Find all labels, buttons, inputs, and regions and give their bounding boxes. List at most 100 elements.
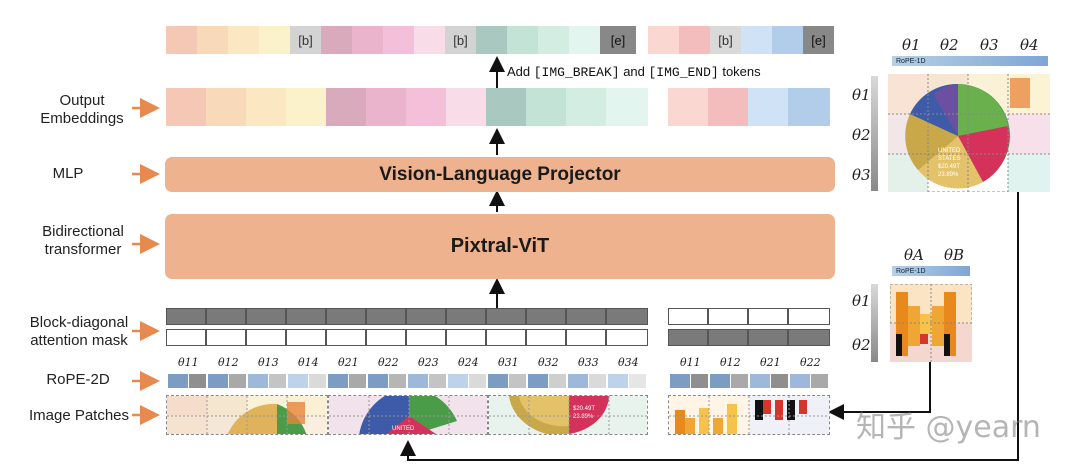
token-cell — [197, 26, 228, 54]
embedding-cell — [246, 88, 286, 126]
mask-cell — [748, 329, 788, 346]
connector-bottom — [400, 192, 1019, 461]
embedding-cell — [206, 88, 246, 126]
mask-cell — [566, 329, 606, 346]
rope-bar — [528, 374, 548, 388]
rope-theta: θ11 — [178, 356, 199, 369]
rope-bar — [710, 374, 730, 388]
mask-cell — [788, 329, 830, 346]
token-end: [e] — [803, 26, 834, 54]
rope-bar — [469, 374, 486, 388]
rope-bar — [208, 374, 228, 388]
row-theta: θ3 — [852, 166, 871, 184]
token-break: [b] — [290, 26, 321, 54]
output-embeddings-row-1 — [166, 88, 648, 126]
patch-text: 23.89% — [573, 414, 594, 420]
col-theta: θA — [904, 246, 924, 264]
image-patches-strip-2: UNITED — [328, 395, 488, 435]
vision-language-projector: Vision-Language Projector — [165, 157, 835, 192]
row-theta: θ2 — [852, 126, 871, 144]
rope-bars-1 — [168, 374, 646, 388]
connector-small — [828, 360, 931, 420]
mask-cell — [606, 329, 648, 346]
token-cell — [772, 26, 803, 54]
embedding-cell — [166, 88, 206, 126]
rope-bar — [691, 374, 708, 388]
rope-bar — [429, 374, 446, 388]
note-suffix: tokens — [718, 64, 761, 79]
watermark: 知乎 @yearn — [856, 410, 1041, 445]
token-row-top-1: [b] [b] [e] — [166, 26, 636, 54]
note-img-end: [IMG_END] — [648, 65, 719, 80]
output-embeddings-row-2 — [668, 88, 830, 126]
pixtral-vit: Pixtral-ViT — [165, 214, 835, 279]
mask-cell — [166, 308, 206, 325]
rope-theta: θ32 — [538, 356, 559, 369]
patch-m-logo — [669, 396, 829, 434]
mask-cell — [526, 308, 566, 325]
embedding-cell — [788, 88, 830, 126]
mask-cell — [206, 308, 246, 325]
rope-bar — [349, 374, 366, 388]
pie-text: UNITED — [938, 148, 961, 154]
embedding-cell — [708, 88, 748, 126]
note-prefix: Add — [507, 64, 534, 79]
rope-theta: θ13 — [258, 356, 279, 369]
label-line: Output — [59, 92, 105, 109]
rope-theta: θ11 — [680, 356, 701, 369]
token-cell — [228, 26, 259, 54]
mask-cell — [708, 308, 748, 325]
m-logo-image — [890, 284, 972, 362]
rope-bar — [549, 374, 566, 388]
rope-bar — [771, 374, 788, 388]
embedding-cell — [748, 88, 788, 126]
rope-bar — [168, 374, 188, 388]
label-line: attention mask — [30, 332, 128, 349]
image-patches-strip-1 — [166, 395, 328, 435]
rope-bar — [589, 374, 606, 388]
label-bidirectional-transformer: Bidirectional transformer — [18, 223, 148, 259]
label-line: Block-diagonal — [29, 314, 129, 331]
token-cell — [414, 26, 445, 54]
mask-cell — [366, 329, 406, 346]
label-mlp: MLP — [52, 165, 84, 182]
rope-bar — [509, 374, 526, 388]
attention-mask-row-2b — [668, 329, 830, 346]
token-cell — [352, 26, 383, 54]
token-cell — [507, 26, 538, 54]
embedding-cell — [526, 88, 566, 126]
embedding-cell — [566, 88, 606, 126]
label-image-patches: Image Patches — [28, 407, 130, 424]
image-patches-strip-small — [668, 395, 830, 435]
row-theta: θ1 — [852, 292, 871, 310]
attention-mask-row-1a — [166, 308, 648, 325]
mask-cell — [446, 308, 486, 325]
mask-cell — [246, 329, 286, 346]
mask-cell — [566, 308, 606, 325]
patch-text: $20.49T — [573, 406, 595, 412]
label-line: Embeddings — [40, 110, 124, 127]
rope-bar — [269, 374, 286, 388]
rope-theta: θ23 — [418, 356, 439, 369]
col-theta: θ4 — [1020, 36, 1039, 54]
embedding-cell — [486, 88, 526, 126]
mask-cell — [406, 329, 446, 346]
mask-cell — [708, 329, 748, 346]
token-end: [e] — [600, 26, 636, 54]
mask-cell — [486, 329, 526, 346]
token-cell — [679, 26, 710, 54]
rope-theta: θ22 — [800, 356, 821, 369]
mask-cell — [748, 308, 788, 325]
embedding-cell — [326, 88, 366, 126]
rope-theta: θ21 — [338, 356, 359, 369]
rope-1d-horizontal: RoPE-1D — [892, 56, 1048, 66]
mask-cell — [406, 308, 446, 325]
mask-cell — [286, 329, 326, 346]
rope-bar — [811, 374, 828, 388]
col-theta: θ2 — [940, 36, 959, 54]
rope-theta: θ33 — [578, 356, 599, 369]
token-cell — [569, 26, 600, 54]
rope-bar — [731, 374, 748, 388]
patch-pie-center: UNITED — [329, 396, 487, 434]
col-theta: θ1 — [902, 36, 921, 54]
